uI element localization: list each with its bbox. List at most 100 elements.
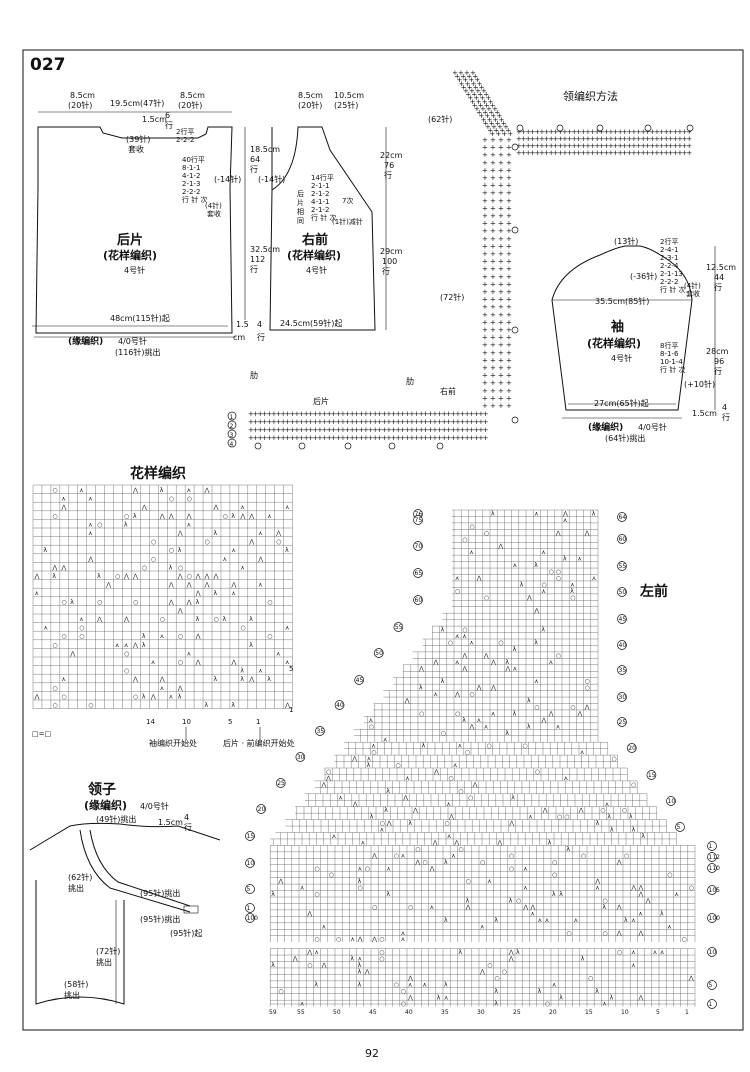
stitch-symbol: ⋀: [453, 839, 459, 846]
crochet-stitch: +: [354, 426, 360, 434]
crochet-stitch: +: [490, 296, 496, 304]
stitch-symbol: ⋏: [160, 685, 165, 692]
crochet-stitch: +: [682, 142, 688, 150]
stitch-symbol: ○: [585, 685, 590, 692]
stitch-symbol: ⋏: [523, 885, 528, 892]
back-armhole-shaping-line: 8-1-1: [182, 164, 200, 172]
stitch-symbol: ○: [556, 575, 561, 582]
crochet-stitch: +: [460, 434, 466, 442]
stitch-symbol: ○: [380, 820, 385, 827]
stitch-symbol: ○: [585, 678, 590, 685]
sleeve-outline: [551, 245, 693, 411]
stitch-symbol: ○: [278, 988, 283, 995]
crochet-stitch: +: [391, 418, 397, 426]
sleeve-cap-shaping-line: 2-1-13: [660, 270, 683, 278]
crochet-stitch: +: [490, 166, 496, 174]
crochet-stitch: +: [490, 197, 496, 205]
crochet-stitch: +: [473, 418, 479, 426]
back-cast-on: 48cm(115针)起: [110, 313, 170, 323]
crochet-stitch: +: [490, 364, 496, 372]
stitch-symbol: ○: [314, 891, 319, 898]
crochet-stitch: +: [335, 426, 341, 434]
stitch-symbol: ⋏: [322, 923, 327, 930]
crochet-stitch: +: [488, 98, 494, 106]
crochet-stitch: +: [506, 402, 512, 410]
crochet-stitch: +: [649, 135, 655, 143]
crochet-stitch: +: [299, 418, 305, 426]
crochet-stitch: +: [599, 135, 605, 143]
crochet-stitch: +: [409, 426, 415, 434]
stitch-symbol: ⋀: [504, 665, 510, 672]
crochet-stitch: +: [576, 142, 582, 150]
crochet-stitch: +: [427, 410, 433, 418]
lf-right-row-label: 112: [709, 854, 721, 861]
stitch-symbol: ⋀: [357, 936, 363, 943]
crochet-stitch: +: [368, 426, 374, 434]
crochet-stitch: +: [470, 69, 476, 77]
back-armhole-shaping-line: 40行平: [182, 155, 205, 164]
stitch-symbol: ○: [401, 1001, 406, 1008]
collar-sts-95b: (95针)挑出: [140, 914, 180, 924]
lf-right-row-marker: [617, 561, 627, 571]
crochet-stitch: +: [553, 149, 559, 157]
crochet-stitch: +: [331, 434, 337, 442]
stitch-symbol: ⋏: [285, 504, 290, 511]
stitch-symbol: ⋏: [369, 717, 374, 724]
crochet-stitch: +: [280, 418, 286, 426]
lf-col-label: 35: [441, 1009, 449, 1016]
front-armhole-dec: (-14针): [258, 174, 285, 184]
collar-method-front-label: 右前: [440, 386, 456, 396]
stitch-symbol: ⋏: [674, 891, 679, 898]
crochet-stitch: +: [471, 80, 477, 88]
stitch-symbol: ○: [624, 852, 629, 859]
stitch-symbol: ⋏: [401, 852, 406, 859]
collar-method-side-label: 肋: [250, 370, 258, 380]
crochet-stitch: +: [432, 410, 438, 418]
crochet-stitch: +: [613, 128, 619, 136]
stitch-symbol: ⋀: [159, 676, 165, 683]
stitch-symbol: ⋀: [645, 898, 651, 905]
front-neck-shaping-line: 4-1-1: [311, 198, 329, 206]
crochet-stitch: +: [525, 149, 531, 157]
crochet-stitch: +: [475, 87, 481, 95]
crochet-stitch: +: [496, 112, 502, 120]
lf-right-row-label: 64: [619, 514, 627, 521]
crochet-stitch: +: [331, 426, 337, 434]
stitch-symbol: ○: [115, 573, 120, 580]
stitch-symbol: ⋏: [361, 839, 366, 846]
stitch-symbol: ⋏: [422, 981, 427, 988]
crochet-stitch: +: [490, 204, 496, 212]
front-subtitle: (花样编织): [287, 248, 341, 262]
back-border-rows-unit: 行: [257, 332, 265, 342]
crochet-stitch: +: [386, 410, 392, 418]
stitch-symbol: ⋏: [574, 917, 579, 924]
crochet-stitch: +: [354, 434, 360, 442]
lf-left-row-label: 100: [247, 915, 259, 922]
collar-row-number: 4: [230, 441, 234, 448]
stitch-symbol: ⋀: [177, 685, 183, 692]
crochet-stitch: +: [506, 189, 512, 197]
crochet-stitch: +: [331, 410, 337, 418]
stitch-symbol: ⋀: [508, 956, 514, 963]
crochet-stitch: +: [686, 135, 692, 143]
crochet-stitch: +: [672, 142, 678, 150]
crochet-stitch: +: [409, 434, 415, 442]
crochet-stitch: +: [280, 434, 286, 442]
stitch-symbol: λ: [196, 616, 200, 623]
back-armhole-rows-unit: 行: [250, 164, 258, 174]
stitch-symbol: ⋏: [405, 775, 410, 782]
crochet-stitch: +: [464, 426, 470, 434]
crochet-stitch: +: [498, 144, 504, 152]
crochet-stitch: +: [498, 334, 504, 342]
row-marker: [344, 442, 352, 450]
stitch-symbol: ○: [205, 539, 210, 546]
crochet-stitch: +: [404, 418, 410, 426]
crochet-stitch: +: [506, 235, 512, 243]
crochet-stitch: +: [470, 98, 476, 106]
stitch-symbol: ○: [494, 975, 499, 982]
stitch-symbol: ⋏: [469, 640, 474, 647]
stitch-symbol: ⋀: [69, 650, 75, 657]
crochet-stitch: +: [682, 135, 688, 143]
crochet-stitch: +: [682, 149, 688, 157]
